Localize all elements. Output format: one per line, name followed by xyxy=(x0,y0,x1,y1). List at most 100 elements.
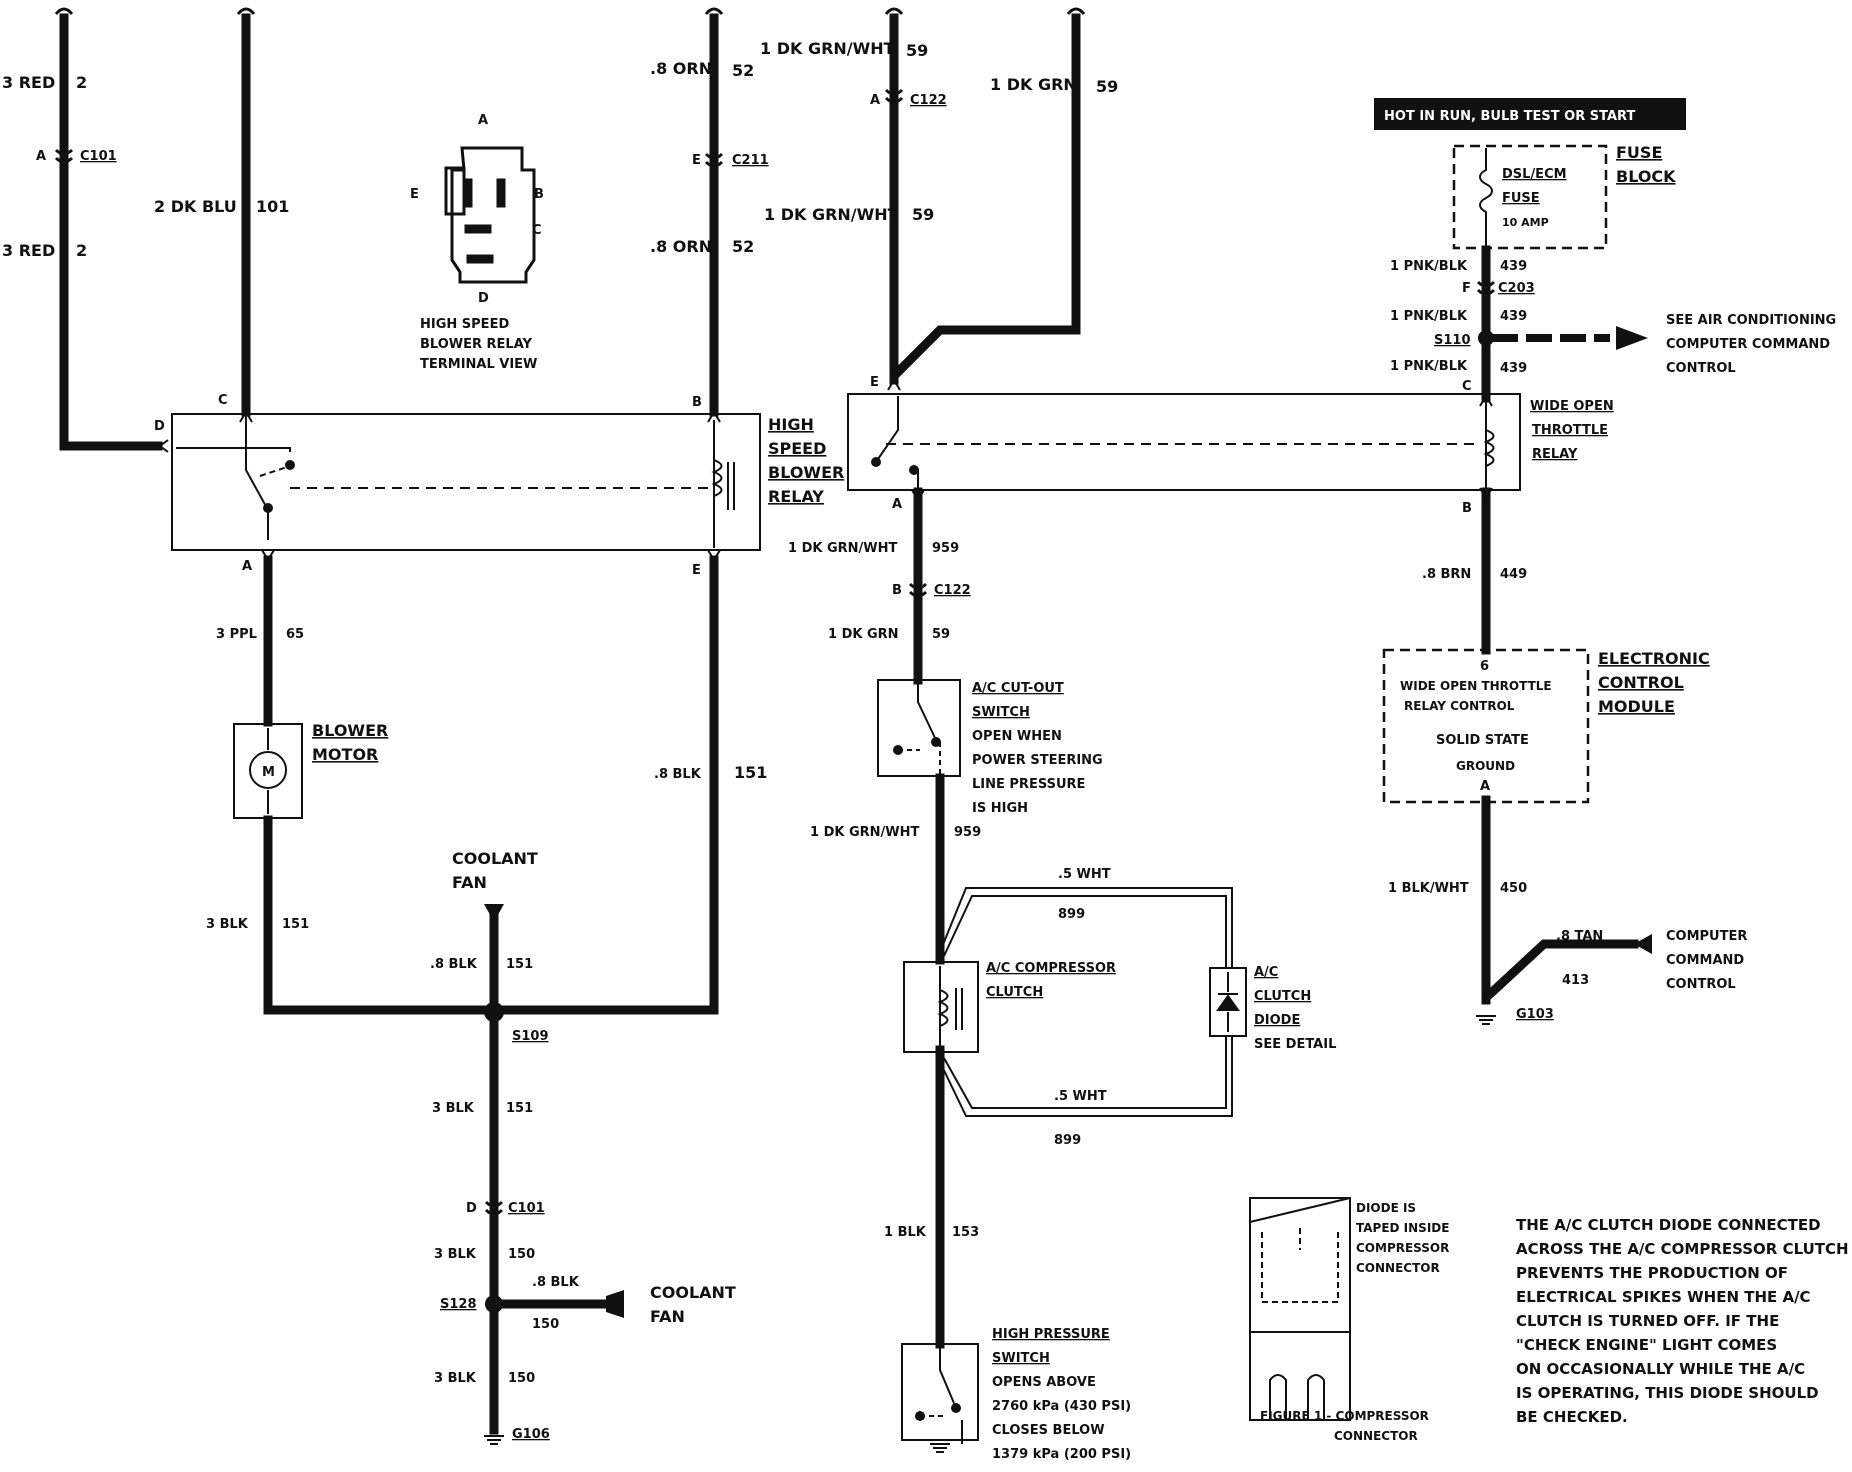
note-line: ELECTRICAL SPIKES WHEN THE A/C xyxy=(1516,1288,1811,1306)
fuse-block-label: BLOCK xyxy=(1616,167,1676,186)
wire-label-gauge: 3 RED xyxy=(2,241,55,260)
ac-cutout-desc: IS HIGH xyxy=(972,801,1028,816)
connector-pin: D xyxy=(466,1201,477,1216)
wire-label-circuit: 101 xyxy=(256,197,289,216)
note-line: ACROSS THE A/C COMPRESSOR CLUTCH xyxy=(1516,1240,1849,1258)
wire-label-circuit: 151 xyxy=(506,1101,533,1116)
see-ac-label: COMPUTER COMMAND xyxy=(1666,337,1830,352)
coolant-fan-bot-arrow xyxy=(606,1290,624,1318)
relay-terminal-view xyxy=(444,146,536,284)
ground-label: G103 xyxy=(1516,1007,1554,1022)
relay-pin: A xyxy=(242,559,252,574)
wire-label-circuit: 151 xyxy=(506,957,533,972)
terminal-pin: C xyxy=(532,223,542,238)
ac-cutout-label: A/C CUT-OUT xyxy=(972,681,1064,696)
wire-label-gauge: .8 BLK xyxy=(430,957,478,972)
ac-clutch-label: A/C COMPRESSOR xyxy=(986,961,1116,976)
fuse-rating: 10 AMP xyxy=(1502,216,1549,229)
diode-note-paragraph: THE A/C CLUTCH DIODE CONNECTED ACROSS TH… xyxy=(1516,1216,1849,1426)
high-speed-blower-relay-box xyxy=(171,413,761,551)
splice-label: S110 xyxy=(1434,333,1471,348)
wire-label-circuit: 59 xyxy=(932,627,950,642)
relay-pin: B xyxy=(692,395,702,410)
wire-label-circuit: 150 xyxy=(508,1371,535,1386)
note-line: THE A/C CLUTCH DIODE CONNECTED xyxy=(1516,1216,1821,1234)
power-banner: HOT IN RUN, BULB TEST OR START xyxy=(1384,109,1635,124)
s110-arrow xyxy=(1492,326,1648,350)
hp-switch-desc: OPENS ABOVE xyxy=(992,1375,1096,1390)
figure-diode-note: TAPED INSIDE xyxy=(1356,1221,1449,1235)
wire-label-circuit: 2 xyxy=(76,241,87,260)
wire-label-circuit: 2 xyxy=(76,73,87,92)
wire-label-circuit: 450 xyxy=(1500,881,1527,896)
wire-label-gauge: 1 BLK/WHT xyxy=(1388,881,1469,896)
wire-label-circuit: 959 xyxy=(954,825,981,840)
wire-label-gauge: 3 BLK xyxy=(434,1247,477,1262)
connector-pin: F xyxy=(1462,281,1471,296)
terminal-pin: A xyxy=(478,113,488,128)
ac-diode-detail: SEE DETAIL xyxy=(1254,1037,1336,1052)
ecm-relay-control: WIDE OPEN THROTTLE xyxy=(1400,679,1552,693)
ecm-label: CONTROL xyxy=(1598,673,1684,692)
wire-label-circuit: 52 xyxy=(732,237,754,256)
wire-label-circuit: 899 xyxy=(1058,907,1085,922)
wire-label-gauge: 3 BLK xyxy=(434,1371,477,1386)
wire-label-gauge: 3 BLK xyxy=(432,1101,475,1116)
ecm-label: MODULE xyxy=(1598,697,1675,716)
wire-label-gauge: 1 DK GRN/WHT xyxy=(764,205,899,224)
wire-label-circuit: 150 xyxy=(532,1317,559,1332)
terminal-caption: TERMINAL VIEW xyxy=(420,357,537,372)
wire-label-gauge: 1 PNK/BLK xyxy=(1390,259,1468,274)
relay-pin: D xyxy=(154,419,165,434)
wire-label-circuit: 150 xyxy=(508,1247,535,1262)
ecm-relay-control: RELAY CONTROL xyxy=(1404,699,1515,713)
motor-symbol-m: M xyxy=(262,765,275,780)
note-line: ON OCCASIONALLY WHILE THE A/C xyxy=(1516,1360,1805,1378)
note-line: IS OPERATING, THIS DIODE SHOULD xyxy=(1516,1384,1819,1402)
relay-label: BLOWER xyxy=(768,463,844,482)
splice-label: S109 xyxy=(512,1029,549,1044)
wire-label-circuit: 439 xyxy=(1500,309,1527,324)
wire-label-circuit: 439 xyxy=(1500,361,1527,376)
note-line: BE CHECKED. xyxy=(1516,1408,1628,1426)
connector-name: C101 xyxy=(80,149,117,164)
ac-cutout-desc: LINE PRESSURE xyxy=(972,777,1085,792)
blower-motor-label: MOTOR xyxy=(312,745,378,764)
see-ac-label: CONTROL xyxy=(1666,361,1736,376)
coolant-fan-label: COOLANT xyxy=(452,849,538,868)
wire-label-circuit: 59 xyxy=(1096,77,1118,96)
wire-label-gauge: 2 DK BLU xyxy=(154,197,237,216)
wire-dkgrn-59 xyxy=(891,13,1081,379)
ecm-pin: A xyxy=(1480,779,1490,794)
ac-diode-label: A/C xyxy=(1254,965,1278,980)
see-ac-label: SEE AIR CONDITIONING xyxy=(1666,313,1836,328)
wire-label-circuit: 151 xyxy=(734,763,767,782)
relay-label: RELAY xyxy=(1532,447,1578,462)
wire-label-circuit: 449 xyxy=(1500,567,1527,582)
connector-name: C122 xyxy=(934,583,971,598)
coolant-fan-label: COOLANT xyxy=(650,1283,736,1302)
relay-pin: E xyxy=(870,375,879,390)
hp-switch-desc: CLOSES BELOW xyxy=(992,1423,1105,1438)
wire-label-gauge: .5 WHT xyxy=(1058,867,1111,882)
connector-name: C101 xyxy=(508,1201,545,1216)
fuse-name: FUSE xyxy=(1502,191,1540,206)
wire-label-circuit: 959 xyxy=(932,541,959,556)
fuse-block-label: FUSE xyxy=(1616,143,1662,162)
hp-switch-label: SWITCH xyxy=(992,1351,1050,1366)
wire-label-gauge: 1 DK GRN/WHT xyxy=(788,541,897,556)
blower-motor-symbol xyxy=(233,723,303,819)
connector-pin: A xyxy=(36,149,46,164)
relay-label: THROTTLE xyxy=(1532,423,1608,438)
wires xyxy=(59,13,1639,1435)
note-line: "CHECK ENGINE" LIGHT COMES xyxy=(1516,1336,1777,1354)
relay-pin: B xyxy=(1462,501,1472,516)
terminal-caption: BLOWER RELAY xyxy=(420,337,533,352)
splice-dots xyxy=(484,330,1494,1313)
wire-label-circuit: 151 xyxy=(282,917,309,932)
connector-pin: E xyxy=(692,153,701,168)
wire-label-gauge: .8 BLK xyxy=(654,767,702,782)
wire-label-gauge: 1 DK GRN/WHT xyxy=(810,825,919,840)
coolant-fan-label: FAN xyxy=(650,1307,685,1326)
